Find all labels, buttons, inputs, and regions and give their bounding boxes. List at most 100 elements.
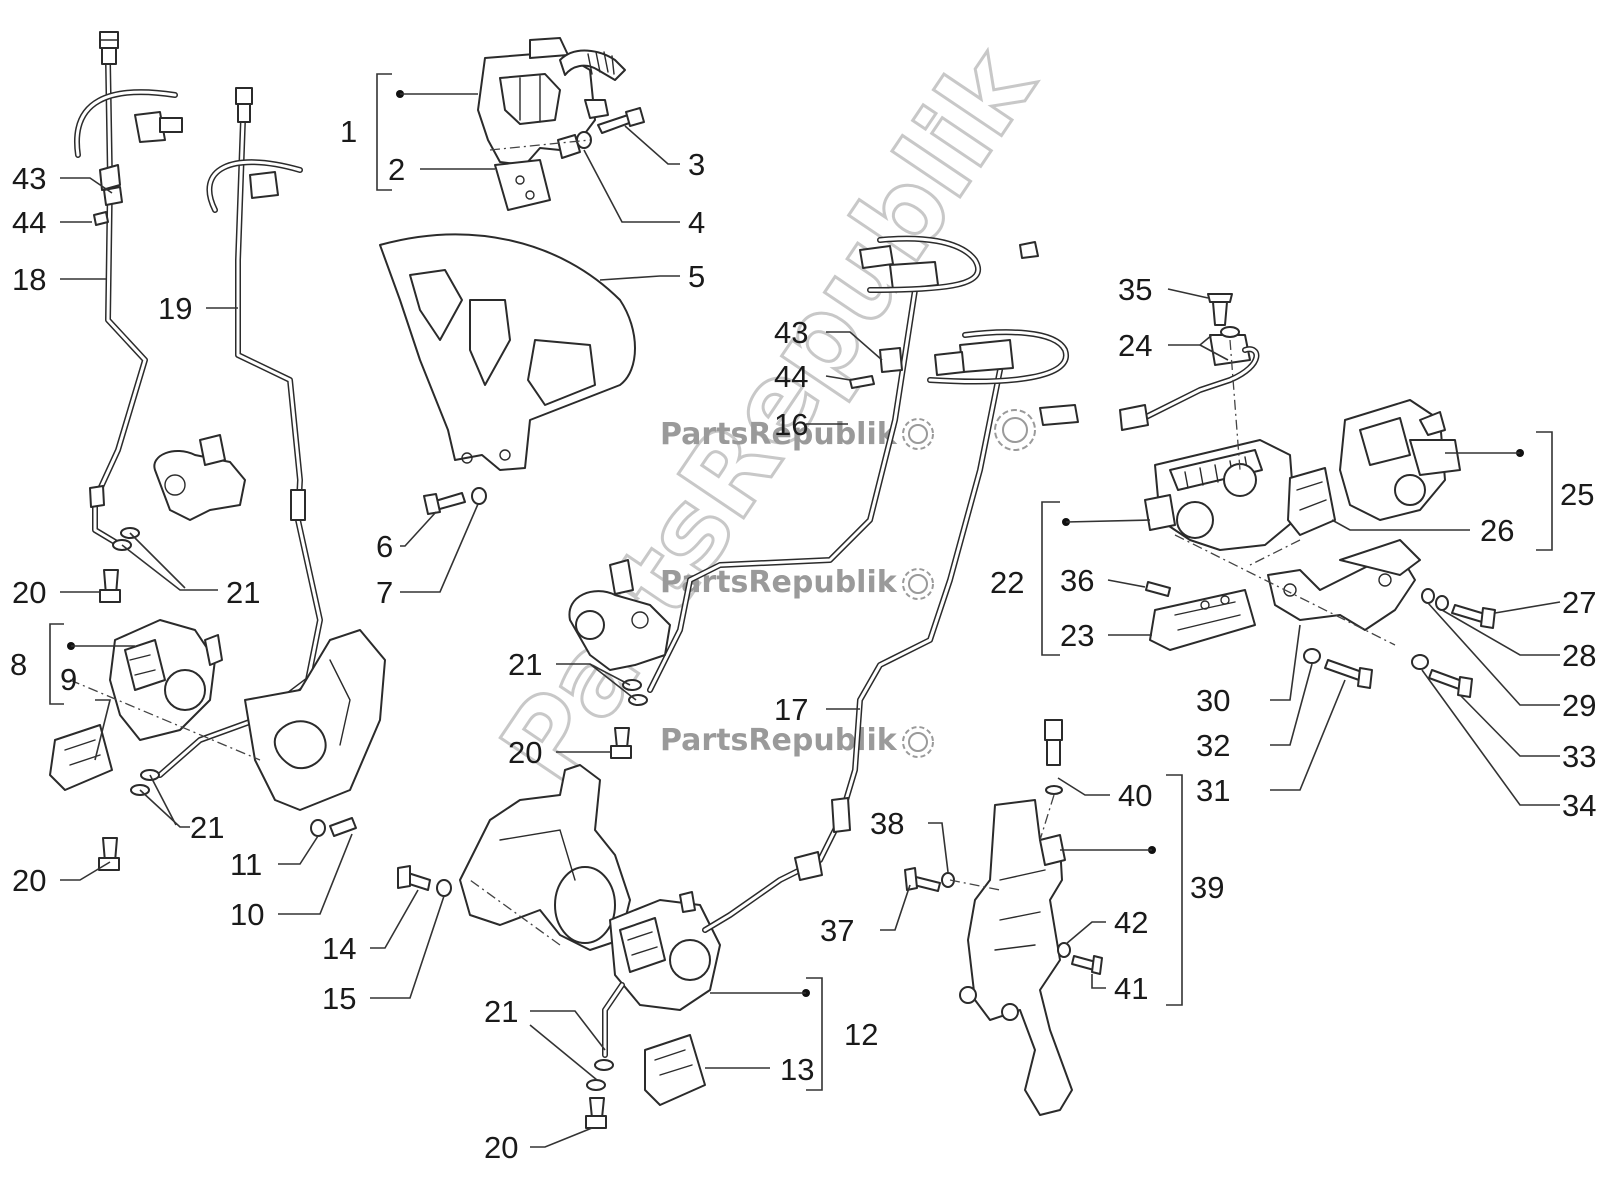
- callout-32: 32: [1196, 728, 1230, 763]
- callout-40: 40: [1118, 778, 1152, 813]
- part-1-caliper-assembly: [477, 37, 626, 166]
- callout-20-left-upper: 20: [12, 575, 46, 610]
- part-20-banjo-bolt-lower: [585, 1097, 607, 1129]
- part-18-brake-hose: [89, 31, 148, 548]
- callout-43-left: 43: [12, 161, 46, 196]
- part-17-brake-hose: [702, 329, 1079, 933]
- callout-12: 12: [844, 1017, 878, 1052]
- part-19-brake-hose: [157, 87, 323, 778]
- part-31-bolt: [1324, 659, 1373, 689]
- part-15-washer: [436, 879, 452, 897]
- watermark-label: PartsRepublik: [660, 723, 898, 758]
- callout-4: 4: [688, 205, 705, 240]
- callout-3: 3: [688, 147, 705, 182]
- part-29-washer: [1421, 588, 1435, 604]
- callout-44-center: 44: [774, 359, 808, 394]
- callout-15: 15: [322, 981, 356, 1016]
- callout-39: 39: [1190, 870, 1224, 905]
- callout-9: 9: [60, 662, 77, 697]
- callout-8: 8: [10, 647, 27, 682]
- part-6-bolt: [423, 492, 466, 515]
- callout-33: 33: [1562, 739, 1596, 774]
- callout-20-center: 20: [508, 735, 542, 770]
- part-24-banjo-fitting: [1119, 326, 1260, 431]
- part-44-screw: [93, 211, 875, 389]
- part-36-screw: [1145, 581, 1171, 597]
- part-20-banjo-bolt: [98, 569, 121, 871]
- part-34-washer: [1411, 654, 1429, 670]
- callout-17: 17: [774, 692, 808, 727]
- part-2-brake-pad: [494, 159, 551, 211]
- callout-29: 29: [1562, 688, 1596, 723]
- part-43-hose-guide: [879, 347, 903, 373]
- callout-37: 37: [820, 913, 854, 948]
- part-5-disc-guard: [379, 233, 636, 471]
- part-37-bolt: [904, 867, 941, 892]
- callout-41: 41: [1114, 971, 1148, 1006]
- part-41-bolt: [1071, 955, 1103, 975]
- part-30-caliper-bracket: [1267, 539, 1421, 631]
- callout-7: 7: [376, 575, 393, 610]
- part-front-fork-leg: [459, 764, 631, 951]
- part-23-brake-pad: [1149, 589, 1256, 651]
- part-25-caliper-rear: [1339, 399, 1461, 521]
- callout-38: 38: [870, 806, 904, 841]
- part-27-bolt: [1451, 604, 1496, 629]
- callout-27: 27: [1562, 585, 1596, 620]
- part-39-brake-pedal-assembly: [959, 799, 1073, 1116]
- part-7-washer: [471, 487, 487, 505]
- part-13-brake-pad: [644, 1034, 706, 1106]
- part-38-washer: [941, 872, 955, 888]
- callout-13: 13: [780, 1052, 814, 1087]
- part-10-bolt: [329, 817, 357, 837]
- part-20-banjo-bolt-center: [610, 727, 632, 759]
- callout-11: 11: [230, 847, 262, 882]
- callout-20-left-lower: 20: [12, 863, 46, 898]
- callout-44-left: 44: [12, 205, 46, 240]
- part-16-brake-hose: [647, 235, 1039, 693]
- callout-43-center: 43: [774, 315, 808, 350]
- gear-icon: [902, 409, 1036, 758]
- part-master-cylinder-center: [568, 559, 671, 671]
- part-40-brake-light-switch: [1044, 719, 1063, 795]
- part-3-bolt: [597, 107, 645, 134]
- part-9-brake-pad: [49, 724, 113, 791]
- callout-21-center-lower: 21: [484, 994, 518, 1029]
- callout-35: 35: [1118, 272, 1152, 307]
- callout-labels: 1 2 3 4 5 6 7 43 44 18 19 20 21 8 9 21 2…: [10, 114, 1596, 1165]
- callout-34: 34: [1562, 788, 1596, 823]
- callout-24: 24: [1118, 328, 1152, 363]
- callout-21-left-upper: 21: [226, 575, 260, 610]
- callout-20-center-lower: 20: [484, 1130, 518, 1165]
- part-fork-bracket: [244, 629, 386, 811]
- callout-25: 25: [1560, 477, 1594, 512]
- part-8-caliper-left: [109, 619, 223, 741]
- part-11-washer: [310, 819, 326, 837]
- callout-2: 2: [388, 152, 405, 187]
- part-26-brake-pad: [1287, 467, 1336, 536]
- callout-28: 28: [1562, 638, 1596, 673]
- callout-21-center: 21: [508, 647, 542, 682]
- callout-16: 16: [774, 407, 808, 442]
- part-18-hose-clip: [74, 89, 183, 158]
- callout-23: 23: [1060, 618, 1094, 653]
- callout-21-left-lower: 21: [190, 810, 224, 845]
- part-35-banjo-bolt: [1207, 293, 1233, 326]
- part-22-caliper-right: [1144, 439, 1296, 551]
- callout-14: 14: [322, 931, 356, 966]
- watermark-label: PartsRepublik: [660, 565, 898, 600]
- part-12-caliper-lower: [609, 891, 721, 1011]
- callout-30: 30: [1196, 683, 1230, 718]
- part-42-washer: [1057, 942, 1071, 958]
- callout-26: 26: [1480, 513, 1514, 548]
- callout-19: 19: [158, 291, 192, 326]
- part-32-washer: [1303, 648, 1321, 664]
- callout-5: 5: [688, 259, 705, 294]
- callout-22: 22: [990, 565, 1024, 600]
- callout-6: 6: [376, 529, 393, 564]
- part-33-bolt: [1428, 669, 1473, 698]
- part-master-cylinder-left: [153, 434, 246, 521]
- callout-1: 1: [340, 114, 357, 149]
- callout-10: 10: [230, 897, 264, 932]
